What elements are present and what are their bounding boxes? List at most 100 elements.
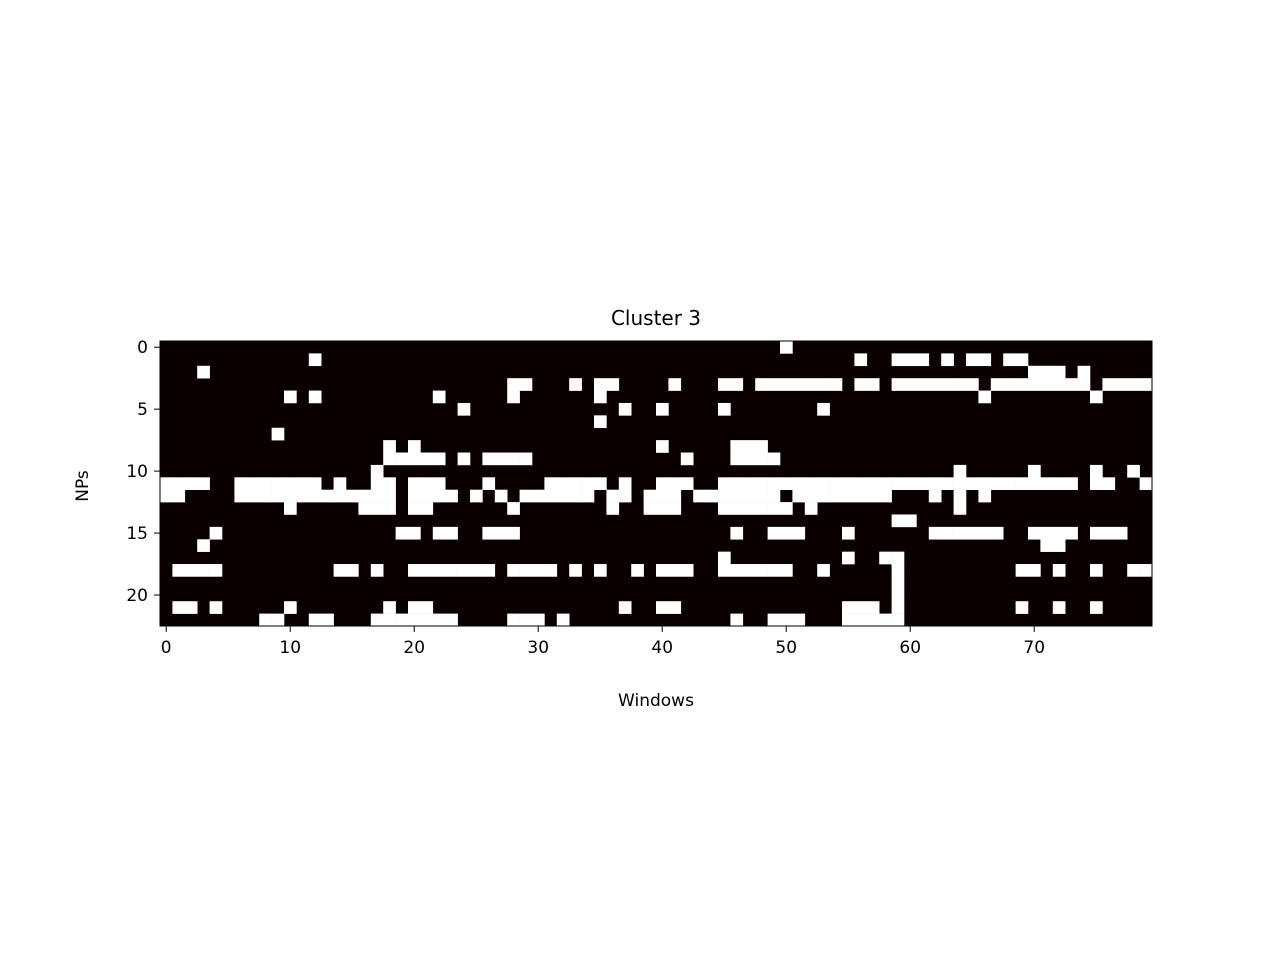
heatmap-cell (594, 477, 607, 490)
heatmap-cell (1052, 378, 1066, 391)
heatmap-cell (953, 526, 967, 540)
heatmap-cell (284, 390, 297, 404)
heatmap-cell (383, 601, 396, 614)
heatmap-cell (767, 452, 781, 466)
x-tick-label: 10 (279, 638, 301, 658)
heatmap-cell (767, 378, 781, 391)
heatmap-cell (482, 526, 496, 540)
heatmap-cell (606, 489, 620, 503)
heatmap-cell (953, 489, 967, 503)
heatmap-cell (1040, 378, 1054, 391)
heatmap-cell (718, 551, 731, 565)
heatmap-cell (718, 402, 731, 416)
heatmap-cell (383, 440, 396, 453)
x-tick-label: 70 (1023, 638, 1045, 658)
heatmap-cell (507, 390, 520, 404)
heatmap-cell (804, 477, 818, 490)
heatmap-cell (333, 564, 347, 577)
heatmap-cell (1052, 539, 1066, 552)
heatmap-cell (408, 440, 421, 453)
heatmap-cell (358, 489, 372, 503)
heatmap-cell (817, 477, 830, 490)
heatmap-cell (978, 353, 992, 367)
heatmap-cell (507, 564, 520, 577)
heatmap-cell (928, 526, 942, 540)
y-tick-label: 20 (126, 586, 148, 606)
heatmap-cell (544, 477, 558, 490)
x-tick-label: 60 (899, 638, 921, 658)
heatmap-cell (656, 489, 669, 503)
heatmap-cell (519, 378, 533, 391)
heatmap-cell (284, 489, 297, 503)
heatmap-cell (1028, 526, 1041, 540)
heatmap-cell (755, 477, 768, 490)
heatmap-cell (184, 564, 198, 577)
heatmap-cell (556, 489, 570, 503)
heatmap-cell (891, 551, 905, 565)
heatmap-cell (395, 452, 409, 466)
heatmap-cell (866, 489, 880, 503)
heatmap-cell (445, 489, 458, 503)
heatmap-cell (990, 477, 1004, 490)
heatmap-cell (891, 601, 905, 614)
heatmap-cell (594, 564, 607, 577)
heatmap-cell (1028, 365, 1041, 379)
heatmap-cell (1015, 378, 1029, 391)
heatmap-cell (408, 613, 421, 627)
heatmap-cell (1065, 477, 1078, 490)
heatmap-cell (1090, 601, 1103, 614)
heatmap-cell (1040, 477, 1054, 490)
heatmap-cell (1052, 365, 1066, 379)
heatmap-cell (1090, 464, 1103, 478)
heatmap-cell (532, 564, 545, 577)
heatmap-cell (160, 477, 173, 490)
heatmap-cell (829, 477, 843, 490)
heatmap-cell (370, 477, 384, 490)
heatmap-cell (842, 601, 855, 614)
heatmap-cell (643, 502, 657, 515)
heatmap-cell (953, 477, 967, 490)
heatmap-cell (420, 477, 434, 490)
heatmap-cell (1052, 477, 1066, 490)
heatmap-cell (941, 477, 954, 490)
heatmap-cell (408, 601, 421, 614)
heatmap-cell (284, 477, 297, 490)
heatmap-cell (1127, 464, 1140, 478)
heatmap-cell (953, 502, 967, 515)
heatmap-cell (755, 564, 768, 577)
heatmap-cell (445, 564, 458, 577)
heatmap-cell (718, 477, 731, 490)
heatmap-cell (928, 489, 942, 503)
heatmap-cell (420, 502, 434, 515)
heatmap-cell (817, 489, 830, 503)
heatmap-cell (259, 489, 272, 503)
heatmap-cell (1077, 378, 1091, 391)
heatmap-cell (916, 378, 930, 391)
heatmap-cell (780, 564, 793, 577)
heatmap-cell (1065, 378, 1078, 391)
heatmap-cell (569, 378, 582, 391)
heatmap-cell (1090, 526, 1103, 540)
heatmap-cell (718, 502, 731, 515)
x-tick-label: 30 (527, 638, 549, 658)
heatmap-cell (656, 402, 669, 416)
heatmap-cell (817, 402, 830, 416)
heatmap-cell (569, 564, 582, 577)
heatmap-cell (1028, 477, 1041, 490)
heatmap-cell (470, 564, 483, 577)
heatmap-cell (606, 502, 620, 515)
heatmap-cell (680, 564, 694, 577)
heatmap-cell (829, 378, 843, 391)
heatmap-cell (966, 353, 979, 367)
heatmap-cell (457, 452, 471, 466)
heatmap-cell (370, 489, 384, 503)
heatmap-cell (891, 588, 905, 602)
heatmap-cell (978, 526, 992, 540)
heatmap-cell (928, 477, 942, 490)
heatmap-cell (742, 477, 756, 490)
heatmap-cell (1114, 526, 1128, 540)
heatmap-cell (569, 477, 582, 490)
heatmap-cell (916, 353, 930, 367)
heatmap-cell (755, 452, 768, 466)
